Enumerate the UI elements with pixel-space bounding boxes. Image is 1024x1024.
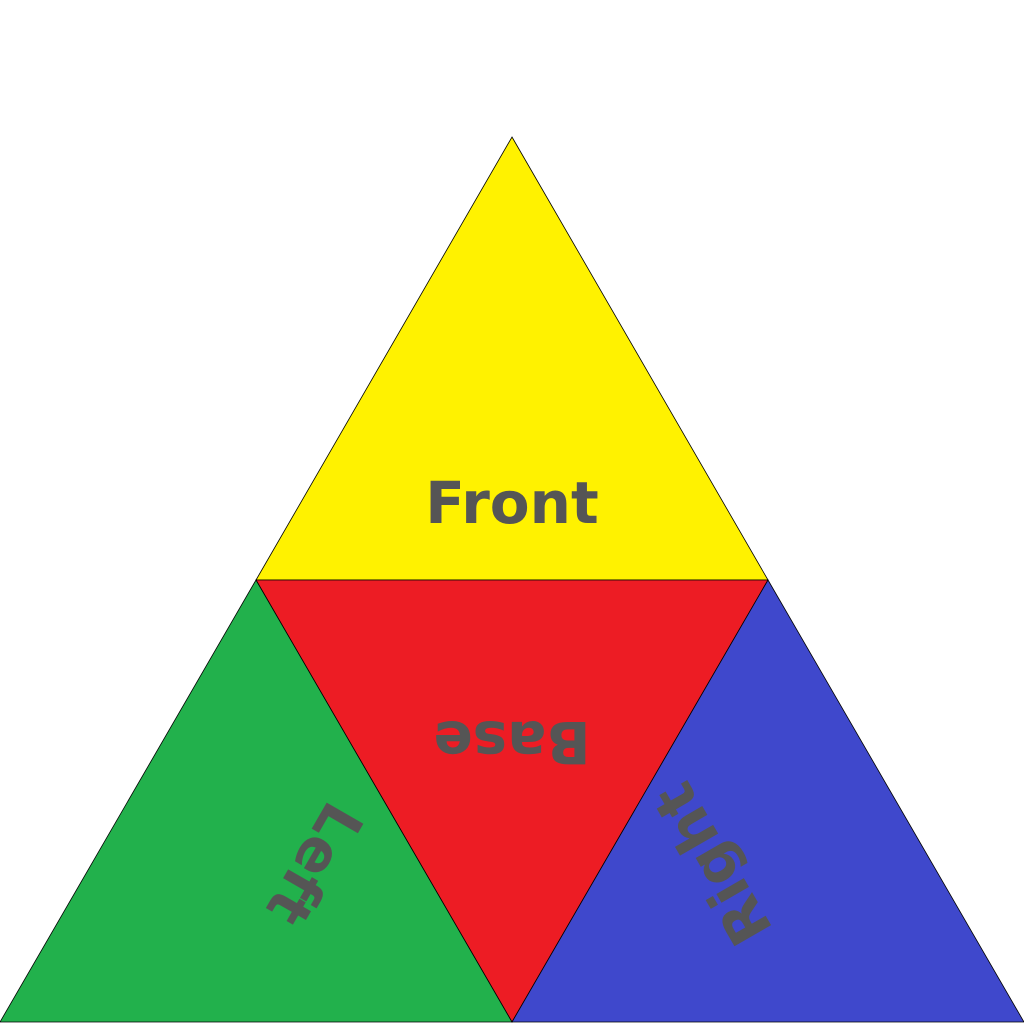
left-face xyxy=(0,579,513,1023)
right-face xyxy=(511,579,1024,1023)
base-face-label: Base xyxy=(433,708,590,776)
front-face-label: Front xyxy=(425,469,598,537)
